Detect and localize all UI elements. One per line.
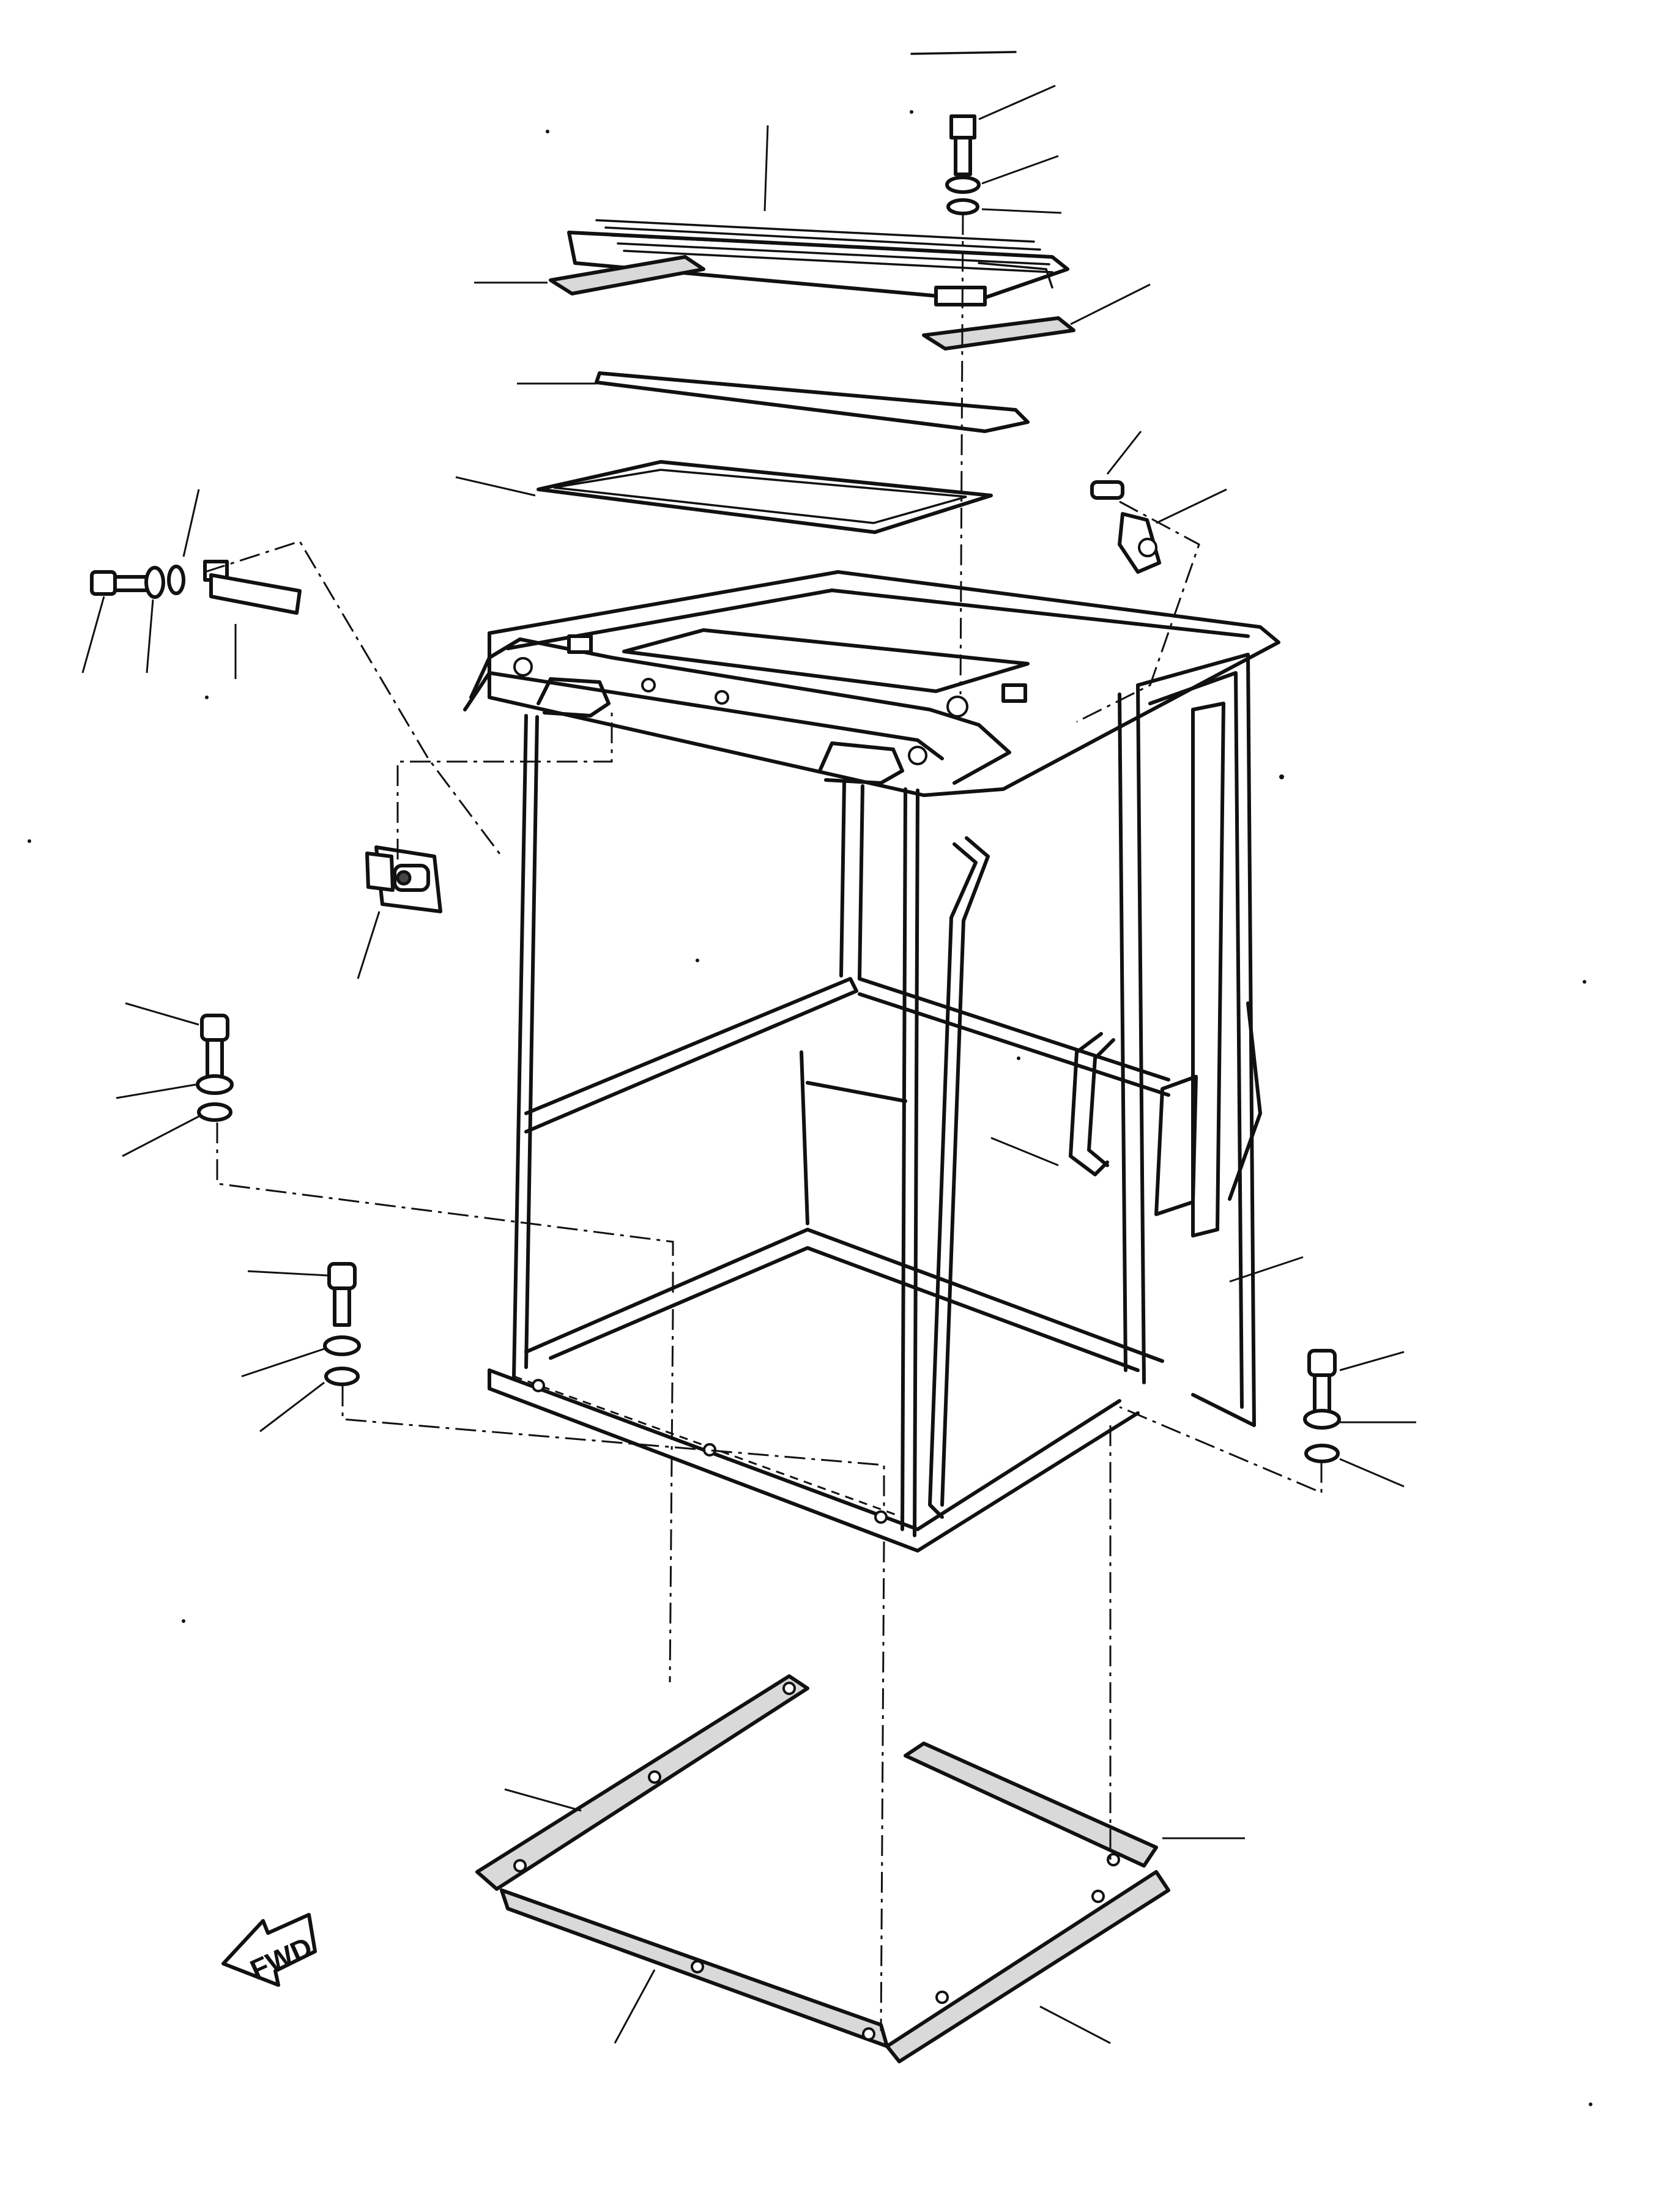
bolt-stack-right bbox=[1303, 1349, 1341, 1463]
floor-pad-rear bbox=[904, 1742, 1158, 1868]
side-bolt-and-flag bbox=[90, 560, 302, 615]
latch-assembly bbox=[365, 845, 442, 913]
scan-marks bbox=[28, 51, 1592, 2106]
roof-gasket bbox=[537, 460, 993, 534]
roof-plate bbox=[595, 371, 1030, 433]
bolt-stack-left-lower bbox=[323, 1262, 361, 1386]
floor-pad-set bbox=[475, 1674, 1170, 2063]
fwd-direction-arrow: FWD bbox=[221, 1913, 317, 1987]
roof-grille-assembly bbox=[549, 219, 1075, 351]
assembly-center-lines bbox=[204, 213, 1323, 2032]
hinge-bracket bbox=[1090, 480, 1161, 574]
roof-pad-left bbox=[549, 255, 705, 295]
bolt-stack-left-upper bbox=[196, 1014, 234, 1122]
roof-bolt-stack bbox=[945, 114, 981, 215]
floor-pad-right bbox=[885, 1870, 1170, 2063]
callout-leader-lines bbox=[81, 84, 1416, 2044]
cab-frame bbox=[463, 570, 1280, 1553]
roof-pad-right bbox=[922, 316, 1075, 351]
floor-pad-left bbox=[475, 1674, 809, 1891]
